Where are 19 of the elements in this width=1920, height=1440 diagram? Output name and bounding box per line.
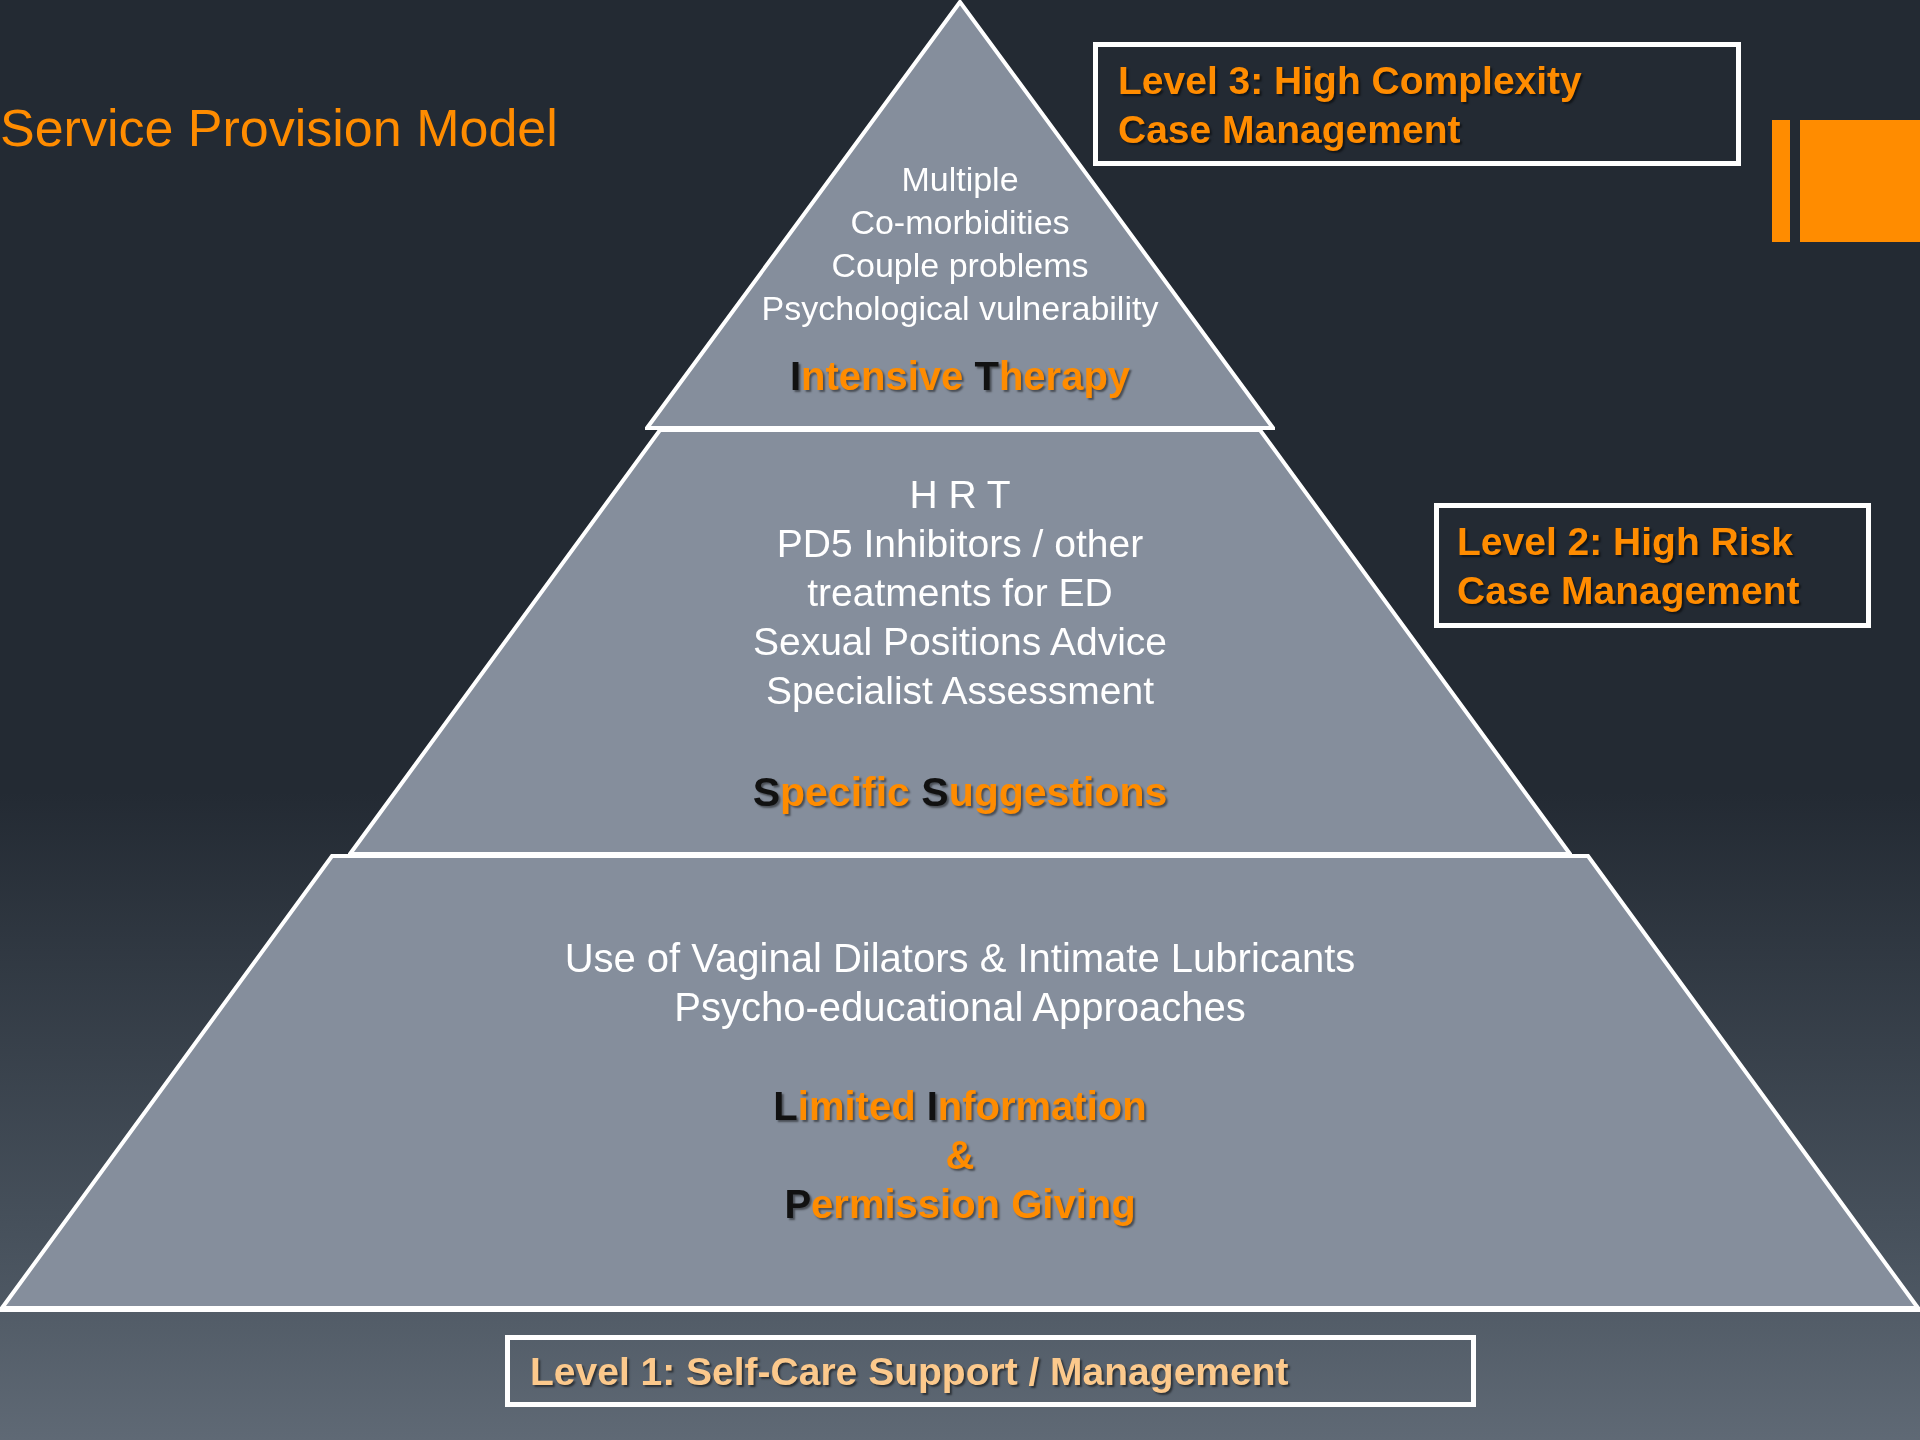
tier-item: Psychological vulnerability [760, 288, 1160, 329]
tier-item: Multiple [900, 159, 1020, 200]
level-box: Level 1: Self-Care Support / Management [505, 1335, 1476, 1407]
tier-heading: Specific Suggestions [751, 768, 1169, 816]
tier-item: Use of Vaginal Dilators & Intimate Lubricants [563, 935, 1357, 982]
tier-heading: Permission Giving [783, 1181, 1137, 1228]
tier-heading: & [944, 1132, 976, 1179]
tier-item: Couple problems [830, 245, 1090, 286]
title: Service Provision Model [0, 98, 558, 158]
level-box: Level 3: High Complexity Case Management [1093, 42, 1741, 166]
tier-heading: Intensive Therapy [788, 353, 1132, 400]
tier-heading: Limited Information [772, 1083, 1148, 1130]
tier-item: Psycho-educational Approaches [673, 984, 1247, 1031]
level-box: Level 2: High Risk Case Management [1434, 503, 1871, 628]
tier-item: H R T [908, 472, 1012, 518]
tier-item: Sexual Positions Advice [751, 619, 1169, 665]
tier-item: Specialist Assessment [765, 668, 1155, 714]
tier-item: Co-morbidities [849, 202, 1071, 243]
tier-item: PD5 Inhibitors / other treatments for ED [775, 521, 1145, 616]
